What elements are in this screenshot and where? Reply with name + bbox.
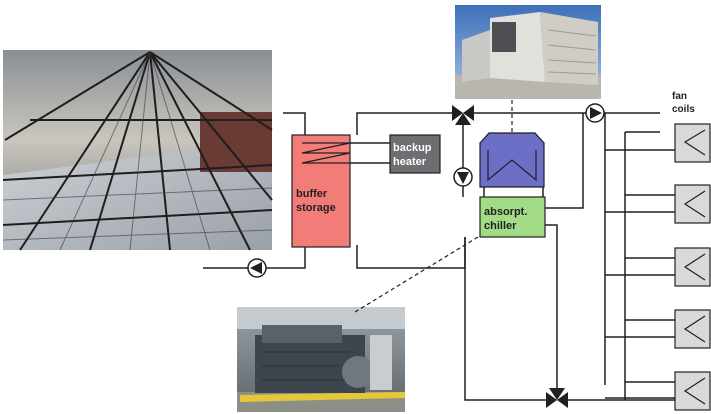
fan-coil-2 <box>674 184 711 224</box>
fan-coil-4 <box>674 309 711 349</box>
fan-coil-units <box>674 123 711 411</box>
fan-coils-label-2: coils <box>672 104 695 115</box>
backup-heater-label-1: backup <box>393 142 432 154</box>
absorption-chiller-machine-photo <box>237 307 405 412</box>
buffer-storage-label-1: buffer <box>296 188 328 200</box>
absorption-chiller-label-2: chiller <box>484 220 517 232</box>
buffer-storage-label-2: storage <box>296 202 336 214</box>
pump-icon-top-right <box>585 103 605 123</box>
backup-heater: backup heater <box>389 134 441 174</box>
rooftop-cooling-tower-photo <box>455 5 601 99</box>
fan-coils-label-1: fan <box>672 91 687 102</box>
pump-icon-left <box>247 258 267 278</box>
buffer-storage: buffer storage <box>291 134 351 248</box>
three-way-valve-top <box>452 105 474 125</box>
pump-icon-vertical <box>453 167 473 187</box>
photo-leader-lines <box>354 100 513 313</box>
solar-collector-array-photo <box>2 50 273 251</box>
fan-coil-3 <box>674 247 711 287</box>
backup-heater-label-2: heater <box>393 156 427 168</box>
cooling-tower-box <box>479 132 545 188</box>
fan-coil-1 <box>674 123 711 163</box>
absorption-chiller-label-1: absorpt. <box>484 206 527 218</box>
absorption-chiller: absorpt. chiller <box>479 196 546 238</box>
piping <box>203 112 700 401</box>
three-way-valve-bottom <box>546 388 568 408</box>
fan-coil-5 <box>674 371 711 411</box>
